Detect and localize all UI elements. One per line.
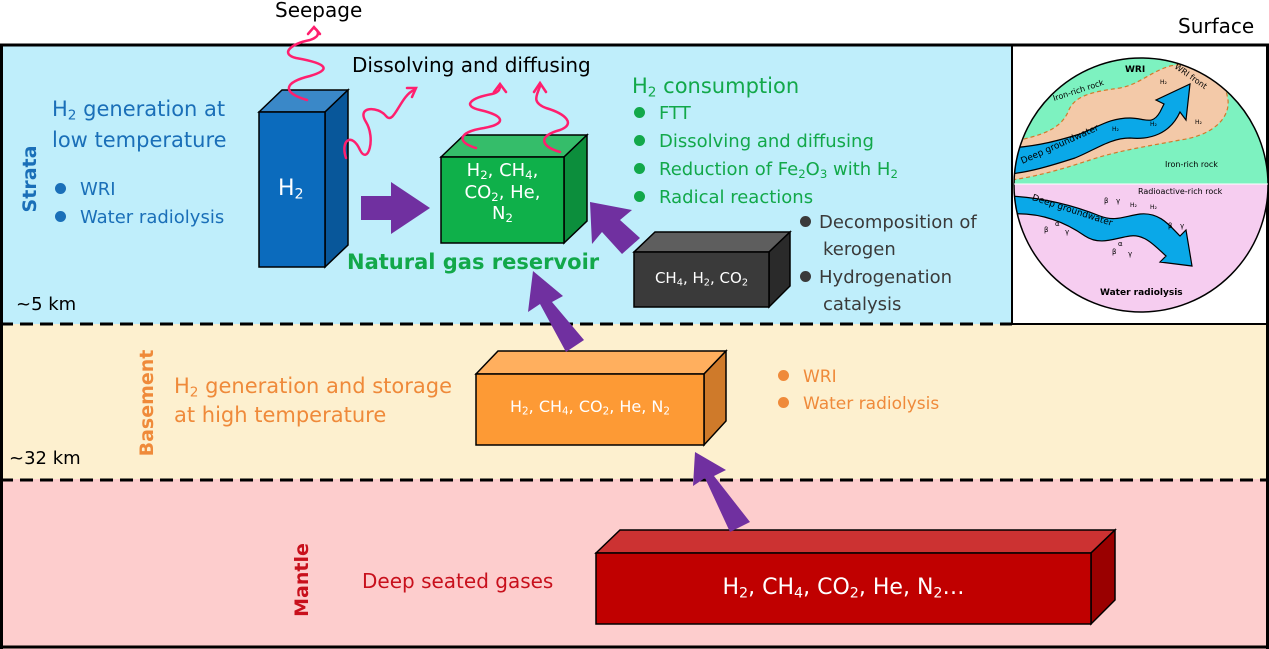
deep-seated-gases-label: Deep seated gases [362, 569, 554, 593]
strata-title-h: H [52, 97, 68, 121]
inset-gamma: γ [1116, 197, 1121, 205]
h2-consumption-title: H2 consumption [632, 74, 800, 101]
inset-beta: β [1112, 248, 1117, 256]
depth-5km-label: ~5 km [16, 294, 77, 315]
seepage-wavy-arrow [286, 26, 325, 102]
inset-gamma: γ [1180, 222, 1185, 230]
kerogen-box [632, 230, 792, 309]
inset-radioactive-rock: Radioactive-rich rock [1138, 187, 1223, 196]
strata-bullet-text: Water radiolysis [80, 207, 225, 228]
inset-alpha: α [1055, 220, 1060, 228]
strata-title-line1: H2 generation at [52, 97, 226, 124]
surface-label: Surface [1178, 14, 1255, 38]
inset-h2-mark: H₂ [1150, 121, 1157, 128]
bullet-icon [634, 162, 645, 174]
inset-iron-rich-rock-lower: Iron-rich rock [1165, 160, 1218, 169]
inset-circle-outline [1013, 57, 1269, 313]
basement-title-line1: H2 generation and storage [174, 374, 453, 401]
mantle-layer-label: Mantle [291, 543, 313, 617]
h2-box-h: H [278, 176, 295, 201]
arrow-kerogen-to-reservoir [590, 202, 640, 254]
inset-h2-mark: H₂ [1195, 119, 1202, 126]
reservoir-line1: H2, CH4, [466, 160, 539, 182]
organic-item-cont: kerogen [823, 239, 896, 260]
inset-gamma: γ [1065, 228, 1070, 236]
mantle-box [594, 528, 1117, 626]
seepage-arrowhead [306, 25, 322, 36]
inset-h2-mark: H₂ [1150, 204, 1157, 211]
h2-box-sub: 2 [294, 186, 304, 203]
reservoir-line3: N2 [492, 203, 513, 226]
inset-beta: β [1104, 197, 1109, 205]
inset-h2-mark: H₂ [1112, 126, 1119, 133]
organic-item: Decomposition of [800, 212, 977, 234]
bullet-icon [778, 396, 789, 408]
bullet-icon [778, 369, 789, 381]
arrow-mantle-to-basement [693, 452, 750, 532]
basement-box [474, 349, 728, 447]
reservoir-box-label: H2, CH4, CO2, He, N2 [441, 160, 564, 225]
inset-wri-title: WRI [1125, 65, 1146, 75]
strata-bullet-text: WRI [80, 179, 116, 200]
inset-beta: β [1168, 222, 1173, 230]
consumption-item: Reduction of Fe2O3 with H2 [634, 159, 898, 181]
basement-title-line2: at high temperature [174, 403, 387, 427]
diffusing-arrowhead-1 [405, 86, 418, 99]
basement-layer-label: Basement [136, 349, 158, 457]
h2-box-label: H2 [278, 176, 304, 203]
basement-bullet-item: WRI [778, 367, 837, 388]
inset-h2-mark: H₂ [1130, 202, 1137, 209]
inset-h2-mark: H₂ [1160, 79, 1167, 86]
basement-box-label: H2, CH4, CO2, He, N2 [509, 397, 671, 418]
arrow-basement-to-reservoir [528, 271, 584, 352]
consumption-item: FTT [634, 103, 691, 125]
inset-gamma: γ [1128, 250, 1133, 258]
strata-title-line2: low temperature [52, 128, 227, 152]
bullet-icon [55, 210, 66, 222]
bullet-icon [634, 190, 645, 202]
bullet-icon [800, 215, 811, 227]
bullet-icon [800, 270, 811, 282]
kerogen-box-label: CH4, H2, CO2 [654, 269, 749, 289]
arrow-h2-to-reservoir [361, 182, 430, 234]
consumption-item: Dissolving and diffusing [634, 131, 874, 153]
bullet-icon [55, 182, 66, 194]
strata-layer-label: Strata [19, 145, 41, 213]
strata-title-sub: 2 [67, 107, 77, 124]
diffusing-wavy-arrow-2 [461, 84, 502, 150]
diffusing-arrowhead-2 [492, 81, 508, 94]
reservoir-box [439, 133, 589, 245]
groundwater-flow-top [1014, 83, 1191, 175]
reservoir-line2: CO2, He, [464, 181, 541, 204]
mantle-box-label: H2, CH4, CO2, He, N2… [722, 575, 965, 602]
diffusing-arrowhead-3 [532, 80, 548, 94]
strata-title-rest: generation at [76, 97, 226, 121]
inset-water-radiolysis: Water radiolysis [1100, 288, 1183, 298]
strata-bullet-item: WRI [55, 179, 116, 201]
seepage-label: Seepage [275, 0, 363, 22]
consumption-item: Radical reactions [634, 187, 813, 209]
organic-item: Hydrogenation [800, 267, 952, 289]
natural-gas-reservoir-label: Natural gas reservoir [347, 250, 600, 274]
diffusing-wavy-arrow-1 [343, 88, 416, 160]
diffusing-wavy-arrow-3 [535, 84, 570, 154]
strata-bullet-item: Water radiolysis [55, 207, 225, 229]
bullet-icon [634, 106, 645, 118]
organic-item-cont: catalysis [823, 294, 902, 315]
groundwater-flow-bottom [1014, 195, 1193, 267]
inset-alpha: α [1118, 240, 1123, 248]
dissolving-diffusing-label: Dissolving and diffusing [352, 53, 591, 77]
basement-bullet-item: Water radiolysis [778, 394, 939, 415]
depth-32km-label: ~32 km [9, 448, 81, 469]
h2-box [257, 88, 350, 269]
bullet-icon [634, 134, 645, 146]
inset-beta: β [1044, 226, 1049, 234]
